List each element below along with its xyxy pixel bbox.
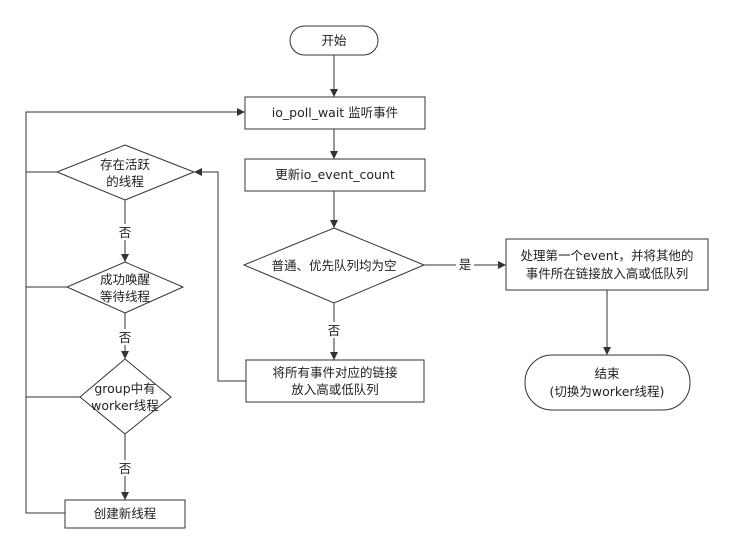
poll-label: io_poll_wait 监听事件 [272,105,398,120]
edge-label-yes: 是 [459,257,472,272]
active-label-1: 存在活跃 [100,157,151,172]
end-node: 结束 (切换为worker线程) [524,354,691,411]
put-all-node: 将所有事件对应的链接 放入高或低队列 [245,359,425,403]
edge-label-no-wake: 否 [119,330,132,345]
wake-thread-decision: 成功唤醒 等待线程 [65,261,185,314]
start-node: 开始 [289,25,379,56]
edge-create-to-poll [25,108,245,514]
create-thread-node: 创建新线程 [64,499,186,529]
update-node: 更新io_event_count [244,158,426,192]
process-label-2: 事件所在链接放入高或低队列 [526,266,689,281]
process-node: 处理第一个event，并将其他的 事件所在链接放入高或低队列 [505,238,709,291]
end-label-1: 结束 [594,366,620,381]
start-label: 开始 [321,33,347,48]
process-label-1: 处理第一个event，并将其他的 [520,248,693,263]
wake-label-1: 成功唤醒 [100,272,151,287]
check-empty-label: 普通、优先队列均为空 [271,258,396,273]
group-label-1: group中有 [94,381,155,396]
update-label: 更新io_event_count [275,167,395,182]
group-worker-decision: group中有 worker线程 [79,358,172,435]
create-label: 创建新线程 [94,506,157,521]
put-all-label-1: 将所有事件对应的链接 [272,365,398,380]
active-label-2: 的线程 [106,174,144,189]
edge-label-no-check: 否 [328,323,341,338]
poll-node: io_poll_wait 监听事件 [244,96,426,130]
check-empty-decision: 普通、优先队列均为空 [242,227,426,304]
wake-label-2: 等待线程 [100,289,151,304]
put-all-label-2: 放入高或低队列 [291,382,379,397]
end-label-2: (切换为worker线程) [550,384,665,399]
edge-label-no-active: 否 [119,225,132,240]
edge-putall-to-active [194,168,246,382]
group-label-2: worker线程 [91,398,159,413]
edge-label-no-group: 否 [119,461,132,476]
active-thread-decision: 存在活跃 的线程 [55,144,196,201]
